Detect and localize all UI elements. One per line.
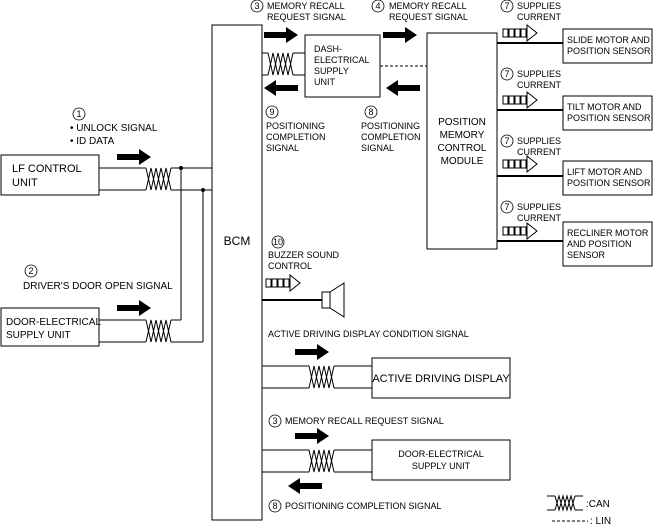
signal-2-label: 2 DRIVER'S DOOR OPEN SIGNAL xyxy=(23,264,173,292)
signal-9-number: 9 xyxy=(269,107,274,117)
arrow-module-to-dash xyxy=(386,80,420,96)
signal-3-line1: MEMORY RECALL xyxy=(267,1,345,11)
signal-8-line1: POSITIONING xyxy=(361,121,420,131)
bcm-label: BCM xyxy=(224,234,251,248)
arrow-dash-to-bcm xyxy=(264,80,298,96)
signal-3-number: 3 xyxy=(254,1,259,11)
tilt-supply-line2: CURRENT xyxy=(517,80,562,90)
signal-1-line1: • UNLOCK SIGNAL xyxy=(70,123,158,134)
recliner-motor-line1: RECLINER MOTOR xyxy=(567,228,649,238)
pmcm-line2: MEMORY xyxy=(440,130,485,141)
signal-8-label: 8 POSITIONING COMPLETION SIGNAL xyxy=(361,105,421,153)
dash-unit-line1: DASH- xyxy=(314,44,342,54)
slide-motor-line2: POSITION SENSOR xyxy=(567,46,651,56)
recliner-supply-line1: SUPPLIES xyxy=(517,202,561,212)
lift-motor-group: 7 SUPPLIES CURRENT LIFT MOTOR AND POSITI… xyxy=(497,134,653,196)
dash-can-connection xyxy=(261,52,305,76)
tilt-motor-line1: TILT MOTOR AND xyxy=(567,102,642,112)
arrow-bcm-to-dash xyxy=(264,27,298,43)
signal-8-line3: SIGNAL xyxy=(361,143,394,153)
slide-motor-line1: SLIDE MOTOR AND xyxy=(567,35,650,45)
signal-9-line3: SIGNAL xyxy=(266,143,299,153)
arrow-dash-to-module xyxy=(383,27,417,43)
arrow-to-bcm-1 xyxy=(117,149,151,165)
door-unit-left-line1: DOOR-ELECTRICAL xyxy=(6,317,101,328)
door-unit-left-line2: SUPPLY UNIT xyxy=(6,330,71,341)
lf-control-unit-block: LF CONTROL UNIT xyxy=(0,154,100,196)
legend-can-label: :CAN xyxy=(586,499,610,510)
buzzer-speaker-icon xyxy=(321,282,345,318)
arrow-to-bcm-2 xyxy=(117,300,151,316)
bcm-block: BCM xyxy=(211,24,263,521)
door-right-group: 3 MEMORY RECALL REQUEST SIGNAL DOOR-ELEC… xyxy=(262,414,511,513)
recliner-motor-line3: SENSOR xyxy=(567,250,606,260)
signal-3-line2: REQUEST SIGNAL xyxy=(267,12,346,22)
signal-3-label: 3 MEMORY RECALL REQUEST SIGNAL xyxy=(250,0,346,22)
signal-2-text: DRIVER'S DOOR OPEN SIGNAL xyxy=(23,281,173,292)
dash-unit-line3: SUPPLY xyxy=(314,66,349,76)
slide-supply-line1: SUPPLIES xyxy=(517,1,561,11)
buzzer-group: 10 BUZZER SOUND CONTROL xyxy=(262,235,345,318)
dash-unit-line4: UNIT xyxy=(314,77,335,87)
pmcm-line1: POSITION xyxy=(438,117,486,128)
tilt-motor-line2: POSITION SENSOR xyxy=(567,113,651,123)
signal-1-label: 1 • UNLOCK SIGNAL • ID DATA xyxy=(70,107,158,147)
signal-4-number: 4 xyxy=(375,1,380,11)
signal-4-line1: MEMORY RECALL xyxy=(389,1,467,11)
slide-supply-number: 7 xyxy=(504,1,509,11)
signal-1-line2: • ID DATA xyxy=(70,136,115,147)
slide-supply-line2: CURRENT xyxy=(517,12,562,22)
position-memory-control-module-block: POSITION MEMORY CONTROL MODULE xyxy=(426,32,498,250)
lift-supply-line2: CURRENT xyxy=(517,147,562,157)
tilt-supply-number: 7 xyxy=(504,69,509,79)
tilt-motor-group: 7 SUPPLIES CURRENT TILT MOTOR AND POSITI… xyxy=(497,67,653,131)
recliner-supply-line2: CURRENT xyxy=(517,213,562,223)
door-unit-right-line2: SUPPLY UNIT xyxy=(412,461,471,471)
door-unit-right-line1: DOOR-ELECTRICAL xyxy=(398,449,484,459)
signal-9-line1: POSITIONING xyxy=(266,121,325,131)
active-display-group: ACTIVE DRIVING DISPLAY CONDITION SIGNAL … xyxy=(262,329,511,399)
lf-control-unit-label-line1: LF CONTROL xyxy=(12,163,82,175)
lf-control-unit-label-line2: UNIT xyxy=(12,177,38,189)
recliner-motor-line2: AND POSITION xyxy=(567,239,632,249)
pmcm-line3: CONTROL xyxy=(438,143,487,154)
lift-supply-number: 7 xyxy=(504,136,509,146)
door-electrical-supply-unit-left-block: DOOR-ELECTRICAL SUPPLY UNIT xyxy=(0,307,101,347)
signal-3b-number: 3 xyxy=(272,416,277,426)
signal-9-label: 9 POSITIONING COMPLETION SIGNAL xyxy=(265,105,326,153)
signal-8-number: 8 xyxy=(368,107,373,117)
signal-2-number: 2 xyxy=(28,266,33,276)
dash-electrical-supply-unit-block: DASH- ELECTRICAL SUPPLY UNIT xyxy=(304,34,381,98)
signal-3b-label: MEMORY RECALL REQUEST SIGNAL xyxy=(285,416,444,426)
legend-lin-label: : LIN xyxy=(590,516,611,527)
pmcm-line4: MODULE xyxy=(441,156,484,167)
lift-motor-line2: POSITION SENSOR xyxy=(567,178,651,188)
lift-motor-line1: LIFT MOTOR AND xyxy=(567,167,643,177)
active-display-condition-label: ACTIVE DRIVING DISPLAY CONDITION SIGNAL xyxy=(268,329,469,339)
tilt-supply-line1: SUPPLIES xyxy=(517,69,561,79)
signal-4-line2: REQUEST SIGNAL xyxy=(389,12,468,22)
signal-4-label: 4 MEMORY RECALL REQUEST SIGNAL xyxy=(371,0,468,22)
door-left-can-connection xyxy=(99,300,203,343)
signal-8b-number: 8 xyxy=(272,501,277,511)
lift-supply-line1: SUPPLIES xyxy=(517,136,561,146)
recliner-supply-number: 7 xyxy=(504,202,509,212)
signal-8b-label: POSITIONING COMPLETION SIGNAL xyxy=(285,501,442,511)
signal-9-line2: COMPLETION xyxy=(266,132,326,142)
legend: :CAN : LIN xyxy=(547,494,611,527)
signal-8-line2: COMPLETION xyxy=(361,132,421,142)
recliner-motor-group: 7 SUPPLIES CURRENT RECLINER MOTOR AND PO… xyxy=(497,200,653,267)
signal-10-number: 10 xyxy=(273,237,283,247)
legend-can-symbol xyxy=(547,494,583,512)
slide-motor-group: 7 SUPPLIES CURRENT SLIDE MOTOR AND POSIT… xyxy=(497,0,653,64)
signal-1-number: 1 xyxy=(76,109,81,119)
signal-10-line1: BUZZER SOUND xyxy=(268,250,340,260)
dash-unit-line2: ELECTRICAL xyxy=(314,55,370,65)
active-display-label: ACTIVE DRIVING DISPLAY xyxy=(372,373,510,385)
signal-10-line2: CONTROL xyxy=(268,261,312,271)
lf-can-connection xyxy=(99,149,212,342)
